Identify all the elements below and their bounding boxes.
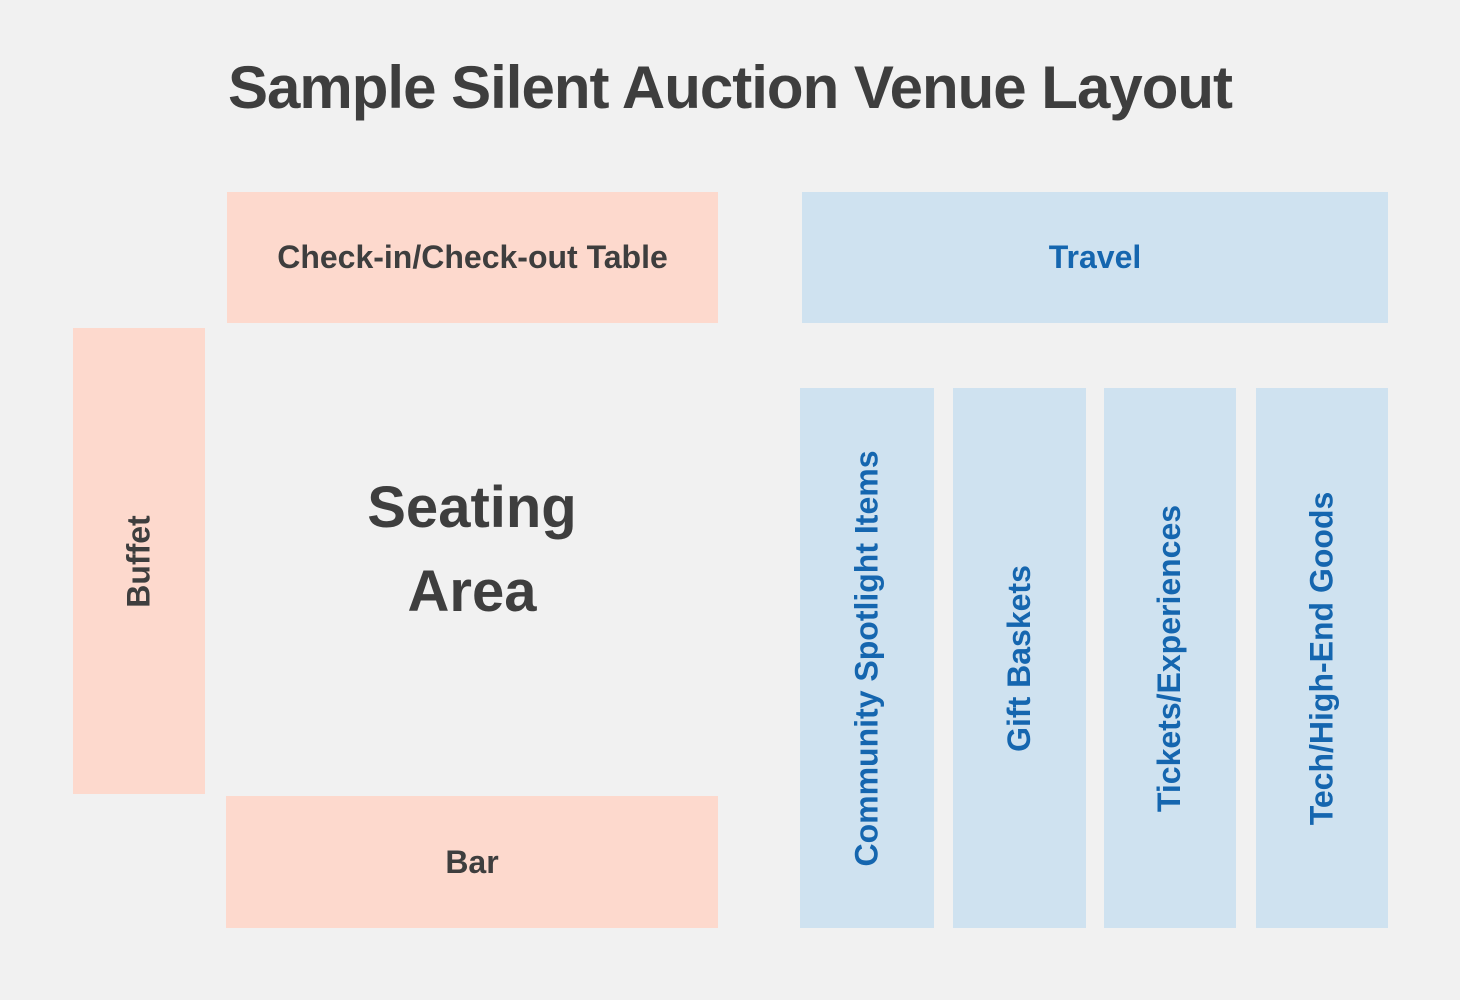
zone-tickets-experiences-table: Tickets/Experiences	[1104, 388, 1236, 928]
diagram-title: Sample Silent Auction Venue Layout	[228, 54, 1233, 121]
zone-checkin-checkout-table: Check-in/Check-out Table	[227, 192, 718, 323]
zone-tickets-experiences-label: Tickets/Experiences	[1151, 504, 1188, 812]
zone-seating-area: Seating Area	[225, 466, 719, 634]
zone-checkin-checkout-table-label: Check-in/Check-out Table	[277, 239, 668, 275]
zone-tech-high-end-goods-table: Tech/High-End Goods	[1256, 388, 1388, 928]
zone-bar-label: Bar	[445, 843, 499, 880]
zone-community-spotlight-items-label: Community Spotlight Items	[848, 450, 885, 866]
zone-bar: Bar	[226, 796, 718, 928]
zone-gift-baskets-table: Gift Baskets	[953, 388, 1086, 928]
zone-buffet: Buffet	[73, 328, 205, 794]
zone-travel-table: Travel	[802, 192, 1388, 323]
zone-seating-area-label-line2: Area	[407, 559, 537, 625]
zone-community-spotlight-items-table: Community Spotlight Items	[800, 388, 934, 928]
zone-buffet-label: Buffet	[120, 514, 157, 608]
zone-seating-area-label-line1: Seating	[367, 475, 577, 540]
zone-travel-table-label: Travel	[1048, 239, 1142, 275]
zone-tech-high-end-goods-label: Tech/High-End Goods	[1303, 491, 1340, 825]
zone-gift-baskets-label: Gift Baskets	[1001, 564, 1038, 752]
